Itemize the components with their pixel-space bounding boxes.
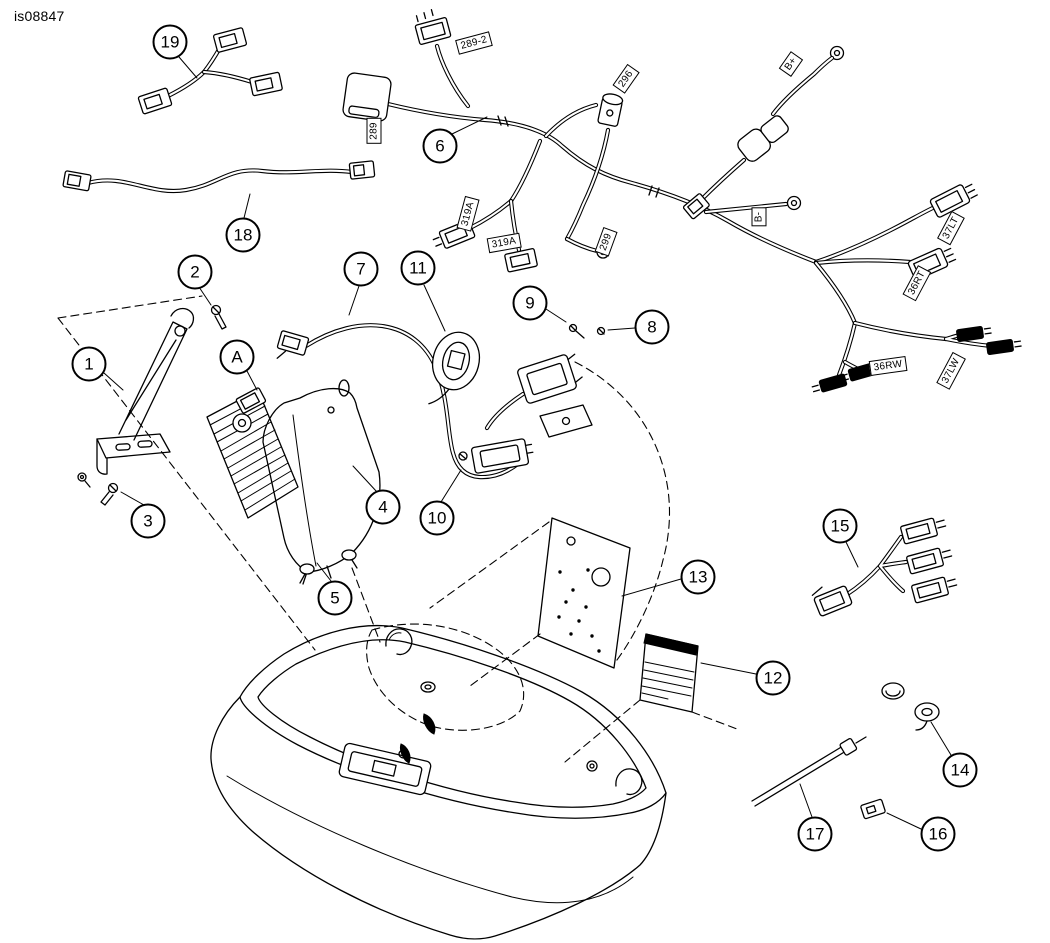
screw-2-art: [210, 304, 227, 330]
connector-10-art: [458, 438, 534, 474]
callout-9[interactable]: 9: [512, 285, 548, 321]
grommets-5-art: [299, 549, 358, 584]
wire-tag-289: 289: [366, 118, 382, 144]
callout-13[interactable]: 13: [680, 559, 716, 595]
panel-13-art: [537, 517, 631, 669]
callout-leader-lines: [103, 56, 952, 830]
callout-17[interactable]: 17: [797, 816, 833, 852]
callout-19[interactable]: 19: [152, 24, 188, 60]
callout-11[interactable]: 11: [400, 250, 436, 286]
cable-7-art: [276, 323, 522, 480]
callout-7[interactable]: 7: [343, 251, 379, 287]
callout-16[interactable]: 16: [920, 816, 956, 852]
callout-6[interactable]: 6: [422, 128, 458, 164]
bracket-1-art: [77, 307, 195, 488]
callout-18[interactable]: 18: [225, 217, 261, 253]
connector-mid-art: [484, 323, 606, 438]
callout-15[interactable]: 15: [822, 508, 858, 544]
clip-16-art: [860, 798, 886, 820]
label-card-12-art: [639, 633, 699, 713]
wire-tag-b-: B-: [751, 207, 767, 227]
plate-4-art: [262, 379, 381, 585]
cable-tie-17-art: [751, 736, 867, 807]
callout-14[interactable]: 14: [942, 752, 978, 788]
amplifier-a-art: [206, 387, 299, 519]
callout-2[interactable]: 2: [177, 254, 213, 290]
saddlebag-art: [210, 625, 667, 940]
callout-a[interactable]: A: [219, 339, 255, 375]
callout-1[interactable]: 1: [71, 346, 107, 382]
callout-5[interactable]: 5: [317, 580, 353, 616]
boot-11-art: [428, 331, 481, 405]
callout-8[interactable]: 8: [634, 309, 670, 345]
harness-15-art: [811, 517, 958, 617]
harness-6-art: [342, 9, 819, 273]
cable-18-art: [62, 160, 376, 194]
screw-3-art: [100, 482, 119, 506]
callout-4[interactable]: 4: [365, 489, 401, 525]
callout-3[interactable]: 3: [130, 503, 166, 539]
illustration-id: is08847: [14, 8, 65, 24]
harness-19-art: [137, 27, 283, 115]
callout-10[interactable]: 10: [419, 500, 455, 536]
battery-cable-art: [682, 45, 845, 220]
callout-12[interactable]: 12: [755, 660, 791, 696]
plugs-14-art: [881, 682, 940, 731]
